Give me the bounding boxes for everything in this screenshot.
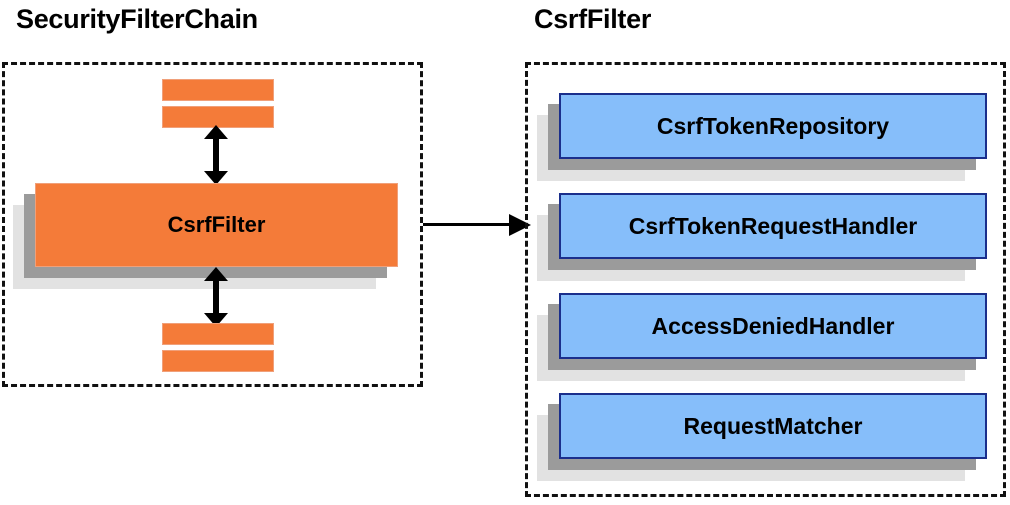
arrow-head-up-icon — [204, 125, 228, 139]
card-face: AccessDeniedHandler — [559, 293, 987, 359]
card-face: CsrfTokenRequestHandler — [559, 193, 987, 259]
chain-panel-title: SecurityFilterChain — [16, 4, 258, 34]
csrf-panel-title: CsrfFilter — [534, 4, 652, 34]
component-card-request-matcher[interactable]: RequestMatcher — [537, 393, 987, 481]
csrf-filter-container — [525, 62, 1006, 497]
arrow-shaft — [213, 278, 219, 316]
csrf-filter-card[interactable]: CsrfFilter — [13, 183, 398, 289]
card-face: CsrfFilter — [35, 183, 398, 267]
component-label: CsrfTokenRequestHandler — [628, 212, 918, 239]
card-face: RequestMatcher — [559, 393, 987, 459]
filter-stripe-below-1 — [162, 323, 274, 345]
arrow-down-bidirectional — [204, 267, 228, 327]
arrow-shaft — [213, 136, 219, 174]
filter-stripe-below-2 — [162, 350, 274, 372]
arrow-head-up-icon — [204, 267, 228, 281]
expands-to-arrow — [423, 214, 531, 236]
arrow-up-bidirectional — [204, 125, 228, 185]
component-card-csrf-token-repository[interactable]: CsrfTokenRepository — [537, 93, 987, 181]
card-face: CsrfTokenRepository — [559, 93, 987, 159]
arrow-shaft — [423, 223, 515, 226]
component-card-access-denied-handler[interactable]: AccessDeniedHandler — [537, 293, 987, 381]
csrf-filter-label: CsrfFilter — [167, 212, 266, 237]
arrow-head-down-icon — [204, 171, 228, 185]
security-filter-chain-container — [2, 62, 423, 387]
filter-stripe-above-1 — [162, 79, 274, 101]
component-label: CsrfTokenRepository — [656, 112, 890, 139]
component-label: RequestMatcher — [683, 412, 863, 439]
component-label: AccessDeniedHandler — [651, 312, 895, 339]
component-card-csrf-token-request-handler[interactable]: CsrfTokenRequestHandler — [537, 193, 987, 281]
